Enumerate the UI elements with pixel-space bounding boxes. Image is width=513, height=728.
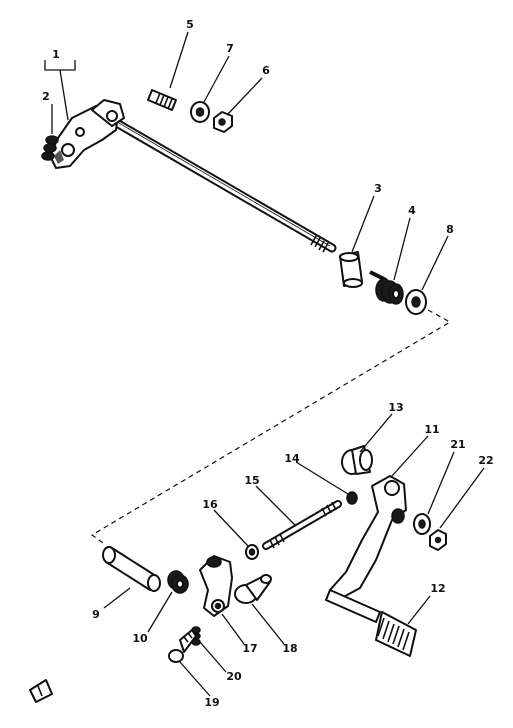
rod-joint [341, 445, 373, 475]
callout-1: 1 [52, 48, 60, 61]
callout-11: 11 [424, 423, 439, 436]
coil-spring-small [167, 570, 189, 594]
nut-22 [429, 529, 447, 551]
callout-19: 19 [204, 696, 219, 709]
stud-bolt [147, 89, 177, 111]
callout-15: 15 [244, 474, 259, 487]
spring-assembly [369, 270, 404, 305]
pedal-rubber [375, 611, 417, 657]
callout-16: 16 [202, 498, 218, 511]
shift-lever-small [199, 555, 233, 617]
shift-rod [262, 500, 342, 550]
shift-pedal [325, 475, 407, 623]
callout-8: 8 [446, 223, 454, 236]
leader-lines [44, 31, 485, 697]
assembly-line [90, 309, 452, 546]
stray-mark [29, 679, 53, 703]
washer-small [190, 101, 210, 123]
shift-shaft [103, 113, 337, 253]
callout-12: 12 [430, 582, 445, 595]
callout-4: 4 [408, 204, 416, 217]
arm-spring [41, 135, 59, 161]
washer-14 [346, 491, 358, 505]
callout-6: 6 [262, 64, 270, 77]
callout-9: 9 [92, 608, 100, 621]
callout-3: 3 [374, 182, 382, 195]
callout-13: 13 [388, 401, 403, 414]
collar [339, 251, 363, 288]
callout-numbers: 1 2 5 7 6 3 4 8 13 11 21 22 14 15 16 9 1… [42, 18, 493, 709]
callout-22: 22 [478, 454, 493, 467]
washer-rod [245, 544, 259, 560]
washer-large [405, 289, 427, 315]
callout-17: 17 [242, 642, 257, 655]
callout-20: 20 [226, 670, 242, 683]
callout-2: 2 [42, 90, 50, 103]
cap-nut [234, 574, 272, 604]
callout-7: 7 [226, 42, 234, 55]
callout-10: 10 [132, 632, 148, 645]
callout-14: 14 [284, 452, 300, 465]
callout-18: 18 [282, 642, 297, 655]
callout-5: 5 [186, 18, 194, 31]
bolt [168, 629, 197, 663]
washer-21 [413, 513, 431, 535]
shift-arm-assembly [49, 99, 125, 169]
nut-small [213, 111, 233, 133]
callout-21: 21 [450, 438, 465, 451]
shaft-spline [310, 235, 329, 253]
collar-lower [102, 546, 161, 592]
